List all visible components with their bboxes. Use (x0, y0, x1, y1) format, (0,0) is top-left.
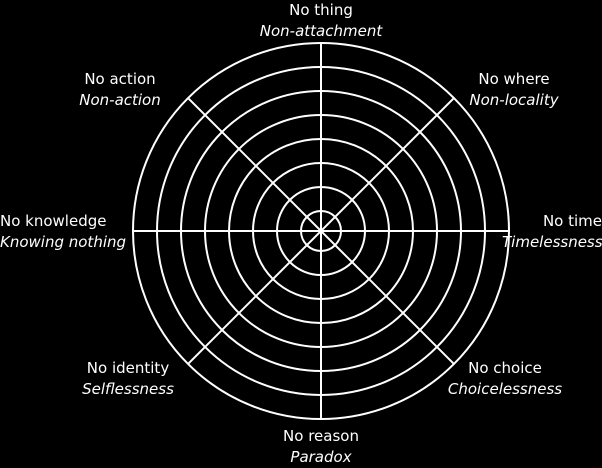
label-no-identity: No identity Selflessness (78, 358, 178, 400)
label-no-thing-subtitle: Non-attachment (259, 22, 383, 40)
label-no-where-subtitle: Non-locality (469, 91, 559, 109)
label-no-where: No where Non-locality (464, 69, 564, 111)
label-no-time-subtitle: Timelessness (502, 233, 602, 251)
label-no-where-title: No where (478, 70, 550, 88)
label-no-reason-subtitle: Paradox (290, 448, 352, 466)
label-no-identity-subtitle: Selflessness (82, 380, 174, 398)
label-no-action-subtitle: Non-action (79, 91, 161, 109)
spoke-line-4 (187, 97, 455, 365)
label-no-choice-subtitle: Choicelessness (447, 380, 563, 398)
label-no-reason: No reason Paradox (221, 426, 421, 468)
label-no-time-title: No time (542, 212, 602, 230)
label-no-thing-title: No thing (289, 1, 353, 19)
label-no-action-title: No action (84, 70, 156, 88)
label-no-identity-title: No identity (86, 359, 170, 377)
label-no-knowledge: No knowledge Knowing nothing (0, 211, 126, 253)
label-no-choice-title: No choice (468, 359, 542, 377)
label-no-knowledge-title: No knowledge (0, 212, 107, 230)
label-no-action: No action Non-action (70, 69, 170, 111)
label-no-reason-title: No reason (283, 427, 359, 445)
label-no-thing: No thing Non-attachment (221, 0, 421, 42)
label-no-choice: No choice Choicelessness (445, 358, 565, 400)
label-no-time: No time Timelessness (502, 211, 602, 253)
label-no-knowledge-subtitle: Knowing nothing (0, 233, 127, 251)
